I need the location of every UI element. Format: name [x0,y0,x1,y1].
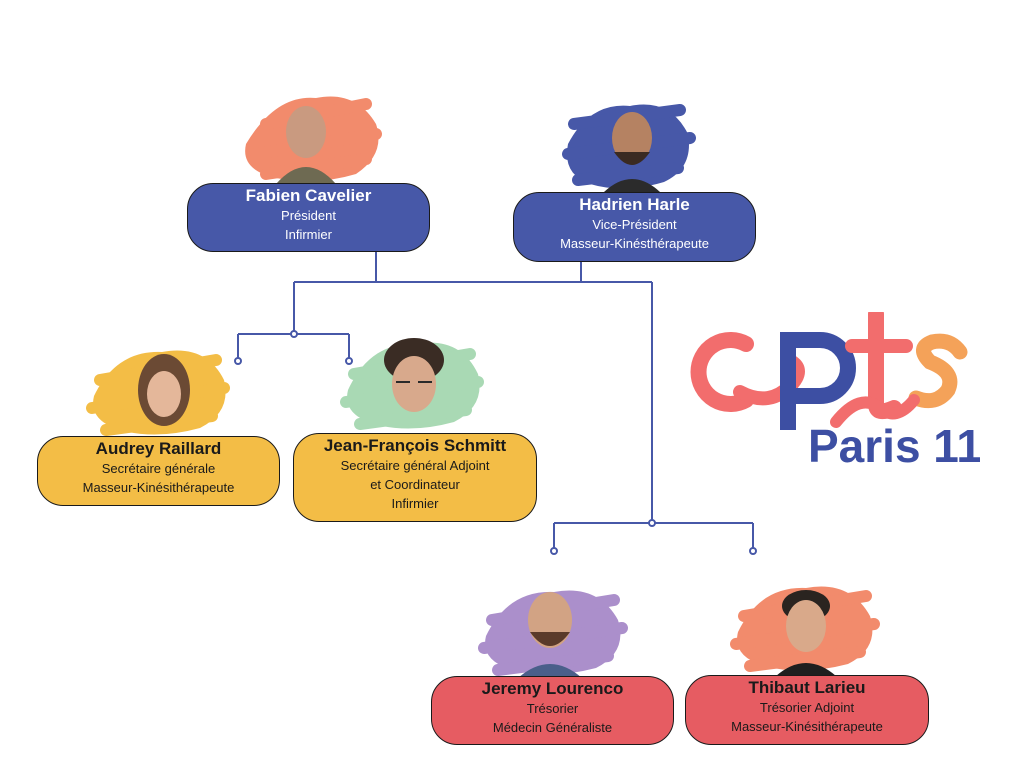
member-name: Fabien Cavelier [245,186,372,205]
portrait-hadrien [562,104,696,192]
member-role: Trésorier [526,701,579,716]
card-hadrien: Hadrien Harle Vice-Président Masseur-Kin… [513,192,756,262]
member-profession: Masseur-Kinésithérapeute [731,719,883,734]
member-name: Jean-François Schmitt [323,436,507,455]
member-role: Secrétaire général Adjoint [340,458,490,473]
member-role-2: et Coordinateur [370,477,460,492]
logo-wordmark: Paris 11 [808,420,980,472]
member-profession: Infirmier [285,227,332,242]
member-role: Président [281,208,336,223]
card-jeremy: Jeremy Lourenco Trésorier Médecin Généra… [431,676,674,745]
connector-node [290,330,298,338]
connector-node [648,519,656,527]
portrait-fabien [245,96,382,184]
card-thibaut: Thibaut Larieu Trésorier Adjoint Masseur… [685,675,929,745]
portrait-audrey [86,350,230,436]
portrait-thibaut [730,586,880,676]
connector-node [749,547,757,555]
member-name: Jeremy Lourenco [481,679,624,698]
connector-node [550,547,558,555]
cpts-paris11-logo: Paris 11 [690,312,980,472]
card-jf: Jean-François Schmitt Secrétaire général… [293,433,537,522]
connector-node [234,357,242,365]
member-profession: Infirmier [391,496,439,511]
member-profession: Masseur-Kinésithérapeute [82,480,235,495]
connector-node [345,357,353,365]
member-profession: Médecin Généraliste [492,720,613,735]
card-fabien: Fabien Cavelier Président Infirmier [187,183,430,252]
portrait-jf [340,338,484,430]
member-role: Trésorier Adjoint [759,700,855,715]
member-profession: Masseur-Kinésthérapeute [560,236,709,251]
member-name: Hadrien Harle [579,195,690,214]
member-role: Secrétaire générale [101,461,216,476]
portrait-jeremy [478,590,628,678]
member-name: Audrey Raillard [95,439,222,458]
member-role: Vice-Président [592,217,677,232]
card-audrey: Audrey Raillard Secrétaire générale Mass… [37,436,280,506]
member-name: Thibaut Larieu [748,678,866,697]
